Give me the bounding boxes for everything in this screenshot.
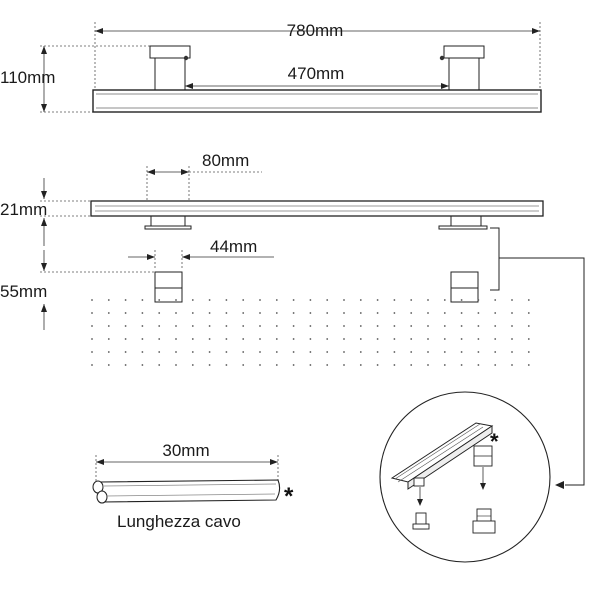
- lamp-bar-front: [92, 89, 542, 113]
- clip-width-label: 44mm: [210, 237, 257, 256]
- right-bracket: [439, 45, 485, 91]
- front-view: 780mm 110mm 470mm: [0, 21, 542, 113]
- cable-length-label: 30mm: [162, 441, 209, 460]
- cable-caption: Lunghezza cavo: [117, 512, 241, 531]
- right-wall-clip: [450, 271, 479, 303]
- detail-circle: *: [379, 391, 551, 563]
- height-label: 110mm: [0, 68, 55, 87]
- side-view: 80mm 21mm 44mm: [0, 151, 585, 489]
- right-clamp: [438, 215, 488, 230]
- total-length-label: 780mm: [287, 21, 344, 40]
- wall-pattern: [91, 299, 530, 366]
- large-clip-icon: [472, 508, 496, 534]
- left-wall-clip: [154, 271, 183, 303]
- cable-asterisk: *: [284, 483, 294, 510]
- bracket-width-label: 80mm: [202, 151, 249, 170]
- small-clip-icon: [412, 512, 430, 530]
- cable-section: 30mm * Lunghezza cavo: [92, 441, 294, 531]
- bar-thickness-label: 21mm: [0, 200, 47, 219]
- clip-height-label: 55mm: [0, 282, 47, 301]
- cable-icon: [92, 479, 281, 504]
- perspective-lamp: [390, 422, 494, 490]
- left-bracket: [149, 45, 191, 91]
- lamp-bar-side: [90, 200, 544, 217]
- left-clamp: [144, 215, 192, 230]
- connector-line: [490, 227, 500, 291]
- detail-asterisk: *: [490, 429, 499, 454]
- bracket-spacing-label: 470mm: [288, 64, 345, 83]
